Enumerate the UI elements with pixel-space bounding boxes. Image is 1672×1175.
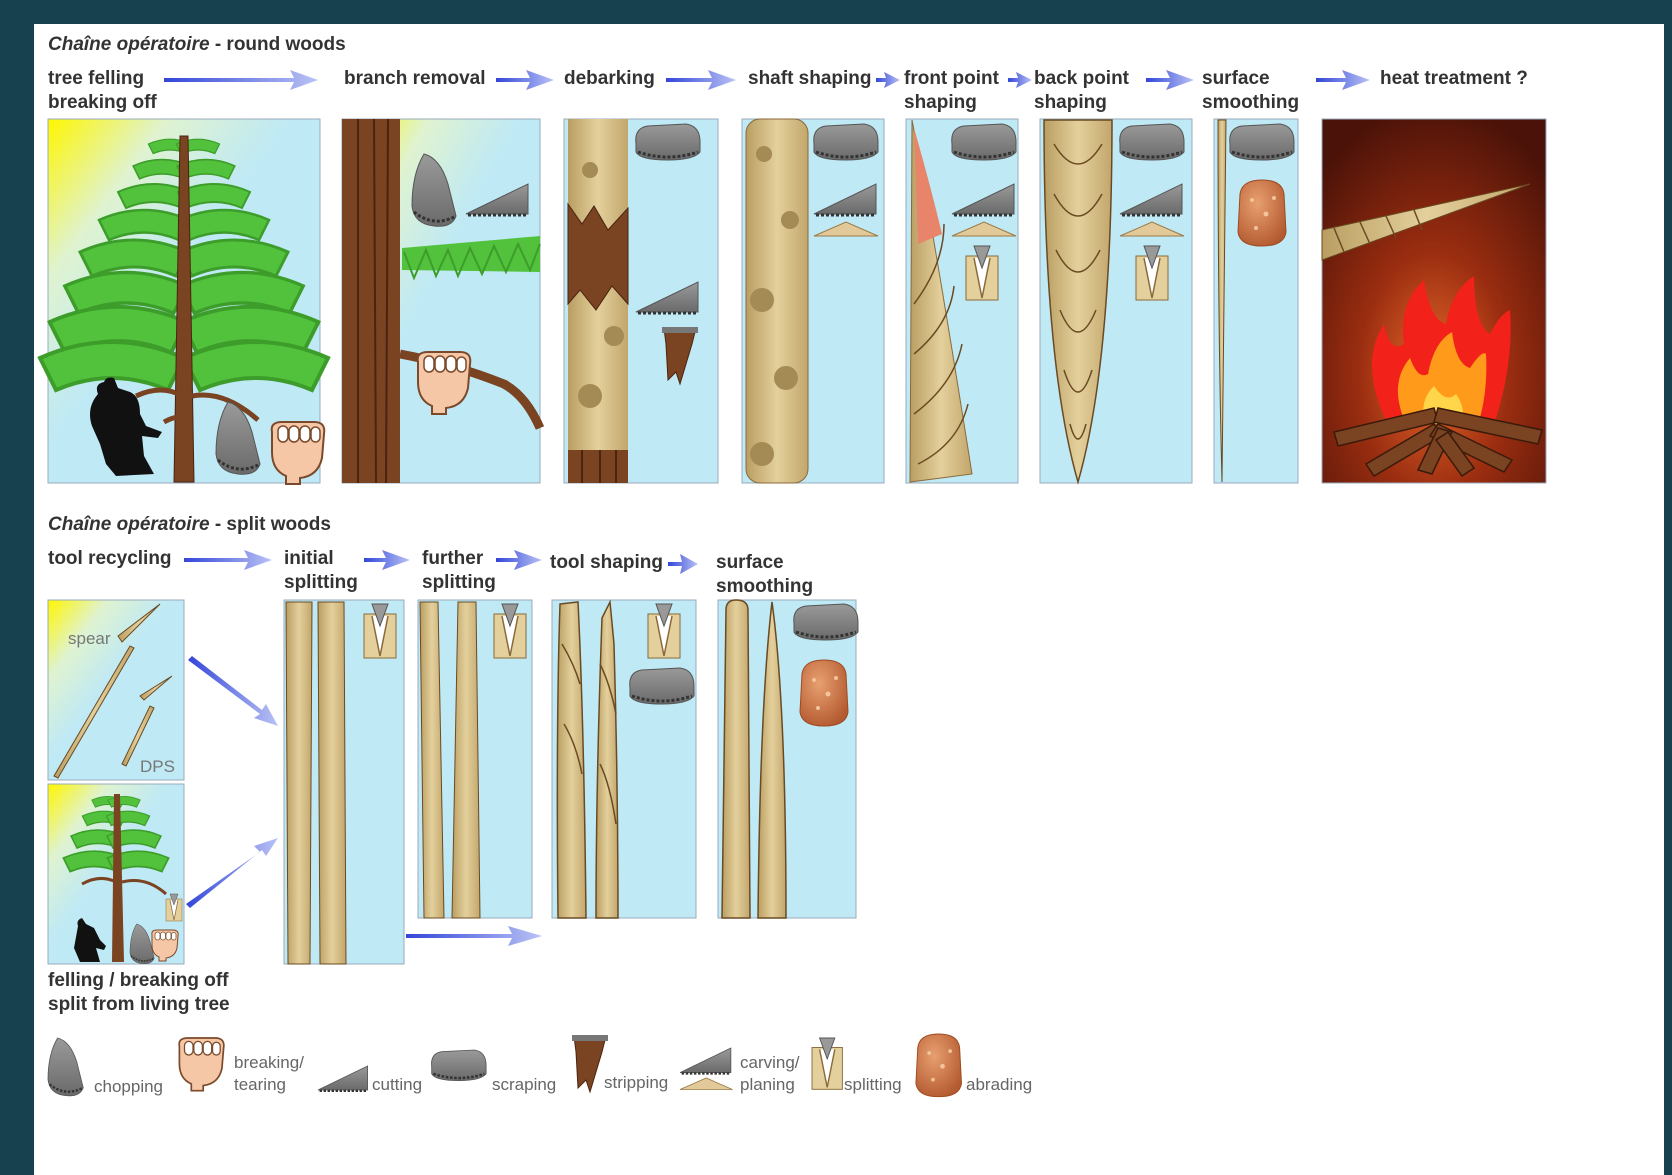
legend-label: chopping — [94, 1077, 163, 1096]
round-step-labels: tree felling breaking off branch removal… — [48, 68, 1528, 113]
split-step-label-2: splitting — [422, 572, 496, 593]
legend-label-2: tearing — [234, 1075, 286, 1094]
panel-heat-treatment — [1322, 119, 1546, 483]
flow-arrow — [496, 550, 542, 570]
split-step-label-2: splitting — [284, 572, 358, 593]
round-step-label-2: shaping — [1034, 92, 1107, 113]
source-caption-line2: split from living tree — [48, 994, 230, 1015]
panel-living-tree — [48, 784, 184, 964]
flow-arrow — [876, 72, 900, 88]
flow-arrow — [186, 838, 278, 908]
panel-branch-removal — [342, 119, 540, 483]
split-step-label: initial — [284, 548, 334, 569]
panel-debarking — [564, 119, 718, 483]
legend-label: cutting — [372, 1075, 422, 1094]
round-step-label: back point — [1034, 68, 1130, 89]
round-step-label: heat treatment ? — [1380, 68, 1528, 89]
split-step-label: further — [422, 548, 484, 569]
panel-further-splitting — [418, 600, 532, 918]
panel-split-surface-smoothing — [718, 600, 858, 918]
legend-carving-icon — [680, 1048, 732, 1089]
split-step-label: tool recycling — [48, 548, 172, 569]
legend-scraping-icon — [431, 1050, 486, 1081]
flow-arrow — [1146, 70, 1194, 90]
legend-label: splitting — [844, 1075, 902, 1094]
round-step-label: tree felling — [48, 68, 144, 89]
legend-label-2: planing — [740, 1075, 795, 1094]
panel-tool-recycling: spear DPS — [48, 600, 184, 780]
flow-arrow — [184, 550, 272, 570]
panel-tree-felling — [40, 119, 328, 484]
flow-arrow — [666, 70, 736, 90]
panel-back-point-shaping — [1040, 119, 1192, 483]
flow-arrow — [668, 554, 698, 574]
flow-arrow — [1008, 72, 1032, 88]
round-step-label-2: breaking off — [48, 92, 157, 113]
round-step-label: front point — [904, 68, 1000, 89]
legend-splitting-icon — [812, 1038, 842, 1089]
legend-label: stripping — [604, 1073, 668, 1092]
dps-label: DPS — [140, 757, 175, 776]
legend-label: breaking/ — [234, 1053, 304, 1072]
panel-tool-shaping — [552, 600, 696, 918]
split-step-label: tool shaping — [550, 552, 663, 573]
split-step-label: surface — [716, 552, 784, 573]
legend-stripping-icon — [572, 1036, 608, 1092]
split-step-label-2: smoothing — [716, 576, 813, 597]
flow-arrow — [188, 656, 278, 726]
round-step-label: surface — [1202, 68, 1270, 89]
flow-arrow — [406, 926, 542, 946]
round-step-label: branch removal — [344, 68, 486, 89]
legend-breaking-icon — [179, 1038, 224, 1091]
round-step-label: debarking — [564, 68, 655, 89]
split-step-labels: tool recycling initial splitting further… — [48, 548, 813, 597]
figure-sheet: Chaîne opératoire - round woods tree fel… — [34, 24, 1664, 1175]
legend-label: scraping — [492, 1075, 556, 1094]
panel-initial-splitting — [284, 600, 404, 964]
flow-arrow — [1316, 70, 1370, 90]
flow-arrow — [164, 70, 318, 90]
round-step-label-2: smoothing — [1202, 92, 1299, 113]
legend: chopping breaking/ tearing cutting scrap… — [48, 1034, 1032, 1097]
flow-arrow — [496, 70, 554, 90]
round-step-label-2: shaping — [904, 92, 977, 113]
panel-front-point-shaping — [906, 119, 1018, 483]
panel-shaft-shaping — [742, 119, 884, 483]
section-title-split: Chaîne opératoire - split woods — [48, 514, 331, 535]
legend-label: abrading — [966, 1075, 1032, 1094]
legend-cutting-icon — [318, 1066, 368, 1091]
legend-chopping-icon — [48, 1038, 83, 1096]
section-title-round: Chaîne opératoire - round woods — [48, 34, 346, 55]
panel-surface-smoothing — [1214, 119, 1298, 483]
spear-label: spear — [68, 629, 111, 648]
round-step-label: shaft shaping — [748, 68, 872, 89]
source-caption-line1: felling / breaking off — [48, 970, 229, 991]
legend-abrading-icon — [916, 1034, 962, 1097]
chaine-operatoire-diagram: Chaîne opératoire - round woods tree fel… — [34, 24, 1664, 1175]
legend-label: carving/ — [740, 1053, 800, 1072]
flow-arrow — [364, 550, 410, 570]
